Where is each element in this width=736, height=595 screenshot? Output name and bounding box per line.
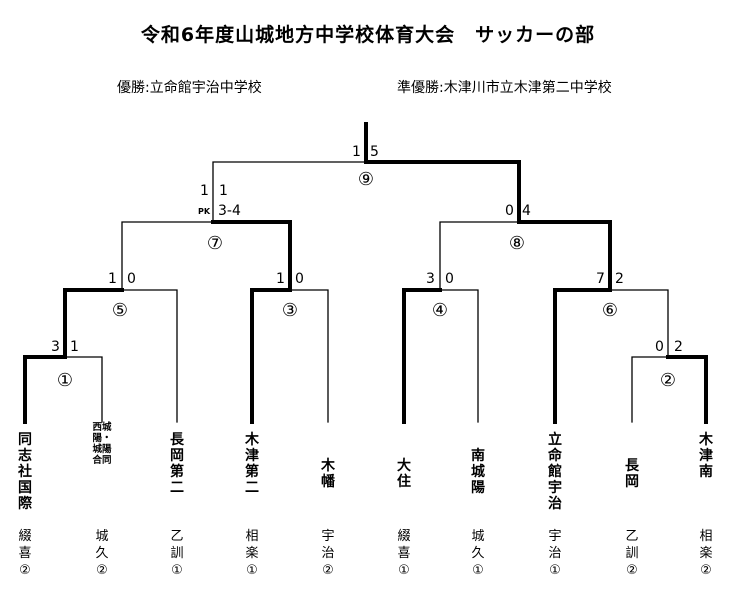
team-name: 南城陽 (471, 448, 485, 496)
team-district: 綴喜② (18, 529, 32, 578)
match-number: ③ (281, 300, 299, 321)
team-district: 城久② (95, 529, 109, 578)
qf5-score-right: 0 (127, 271, 136, 287)
runner-up-label: 準優勝:木津川市立木津第二中学校 (397, 80, 612, 96)
team-name: 同志社国際 (18, 432, 32, 512)
team-name: 大住 (397, 458, 411, 490)
team-district: 綴喜① (397, 529, 411, 578)
r2-score-left: 0 (655, 339, 664, 355)
page-title: 令和6年度山城地方中学校体育大会 サッカーの部 (140, 24, 596, 46)
match-number: ④ (431, 300, 449, 321)
semi7-score-left: 1 (200, 183, 209, 199)
pk-score: 3-4 (218, 203, 241, 219)
team-name: 立命館宇治 (548, 432, 562, 512)
qf5-left-line (63, 288, 124, 359)
qf5-score-left: 1 (108, 271, 117, 287)
r2-score-right: 2 (674, 339, 683, 355)
team-district: 宇治① (548, 529, 562, 578)
final-left-line (212, 161, 367, 223)
team-name: 木幡 (321, 458, 335, 490)
qf4-left-line (402, 288, 442, 424)
match-number: ① (56, 370, 74, 391)
team-name: 長岡第二 (170, 432, 184, 496)
semi8-right-line (517, 220, 612, 292)
qf6-score-right: 2 (615, 271, 624, 287)
team-district: 乙訓① (170, 529, 184, 578)
qf6-score-left: 7 (596, 271, 605, 287)
final-right-line (364, 160, 521, 224)
team-name: 長岡 (625, 458, 639, 490)
semi7-right-line (211, 220, 292, 292)
semi8-score-left: 0 (505, 203, 514, 219)
team-name: 木津南 (699, 432, 713, 480)
match-number: ⑨ (357, 169, 375, 190)
team-district: 宇治② (321, 529, 335, 578)
match-number: ⑥ (601, 300, 619, 321)
qf4-score-left: 3 (426, 271, 435, 287)
match-number: ⑦ (206, 233, 224, 254)
match-number: ⑧ (508, 233, 526, 254)
qf6-right-line (609, 289, 669, 358)
qf3-left-line (250, 288, 292, 424)
semi8-score-right: 4 (522, 203, 531, 219)
team-district: 乙訓② (625, 529, 639, 578)
qf6-left-line (553, 288, 612, 424)
team-district: 相楽② (699, 529, 713, 578)
pk-label: PK (198, 207, 211, 216)
qf4-right-line (439, 289, 479, 423)
r1-score-left: 3 (51, 339, 60, 355)
match-number: ② (659, 370, 677, 391)
r1-score-right: 1 (70, 339, 79, 355)
qf3-score-left: 1 (276, 271, 285, 287)
qf3-right-line (289, 289, 329, 423)
qf3-score-right: 0 (295, 271, 304, 287)
team-district: 城久① (471, 529, 485, 578)
r2-left-line (631, 356, 669, 423)
qf5-right-line (121, 289, 178, 423)
final-score-left: 1 (352, 144, 361, 160)
semi8-left-line (439, 221, 520, 291)
r2-right-line (666, 355, 708, 424)
semi7-score-right: 1 (219, 183, 228, 199)
r1-right-line (64, 356, 103, 423)
team-name: 木津第二 (245, 432, 259, 496)
winner-label: 優勝:立命館宇治中学校 (117, 80, 262, 96)
team-district: 相楽① (245, 529, 259, 578)
r1-left-line (23, 355, 67, 424)
team-name: 西城陽・城陽合同 (92, 422, 112, 466)
semi7-left-line (121, 221, 214, 291)
final-score-right: 5 (370, 144, 379, 160)
qf4-score-right: 0 (445, 271, 454, 287)
match-number: ⑤ (111, 300, 129, 321)
